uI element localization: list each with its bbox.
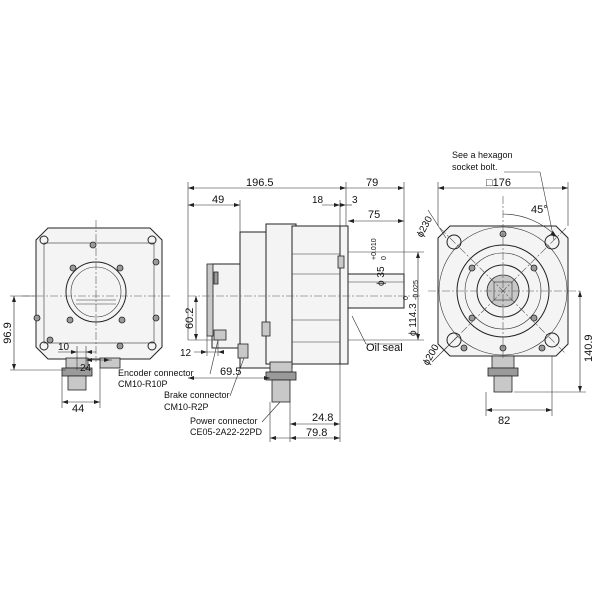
power-connector-body	[271, 379, 291, 403]
side-small-block	[261, 321, 271, 337]
screw-icon	[46, 336, 54, 344]
mount-hole-bl	[446, 332, 462, 348]
screw-icon	[468, 264, 476, 272]
dim-79-top: 79	[366, 177, 378, 189]
power-connector-base	[269, 361, 293, 373]
motor-stator	[291, 225, 341, 365]
encoder-connector-part: CM10-R10P	[118, 379, 168, 389]
screw-icon	[116, 342, 124, 350]
dim-82: 82	[498, 415, 510, 427]
dim-3: 3	[352, 195, 358, 206]
dim-196-5: 196.5	[246, 177, 274, 189]
corner-bolt-tl	[39, 235, 49, 245]
svg-text:ϕ 114.3: ϕ 114.3	[408, 303, 419, 336]
mount-hole-br	[544, 332, 560, 348]
front-connector-body	[493, 375, 513, 393]
encoder-connector-label: Encoder connector	[118, 368, 194, 378]
power-connector-leader	[261, 401, 281, 423]
dim-140-9: 140.9	[583, 334, 595, 362]
dim-176: □176	[486, 177, 511, 189]
svg-text:-0.025: -0.025	[413, 280, 420, 300]
corner-bolt-bl	[39, 341, 49, 351]
mount-hole-tl	[446, 234, 462, 250]
oil-seal-leader	[351, 315, 367, 345]
dim-12: 12	[180, 348, 192, 359]
screw-icon	[33, 314, 41, 322]
dim-200-leader	[431, 335, 459, 363]
screw-icon	[538, 344, 546, 352]
side-view: 196.5 79 49 18 3 75 ϕ 35 +0.010 0	[118, 177, 424, 442]
dim-18: 18	[312, 195, 324, 206]
rear-connector-small	[99, 357, 121, 369]
screw-icon	[69, 264, 77, 272]
rear-end-view: 96.9 10 24 44	[2, 220, 172, 415]
screw-icon	[118, 316, 126, 324]
encoder-connector-block	[213, 329, 227, 341]
dim-79-8: 79.8	[306, 427, 327, 439]
svg-text:+0.010: +0.010	[371, 238, 378, 260]
screw-icon	[89, 241, 97, 249]
dim-24: 24	[80, 363, 92, 374]
dim-10: 10	[58, 342, 70, 353]
flange-key	[337, 255, 345, 269]
dim-75: 75	[368, 209, 380, 221]
svg-text:ϕ 35: ϕ 35	[376, 266, 387, 286]
screw-icon	[530, 314, 538, 322]
dim-49: 49	[212, 194, 224, 206]
note-line-1: See a hexagon	[452, 150, 513, 160]
power-connector-nut	[265, 371, 297, 381]
front-diagonal-centerline-2	[439, 227, 567, 355]
encoder-connector-leader	[209, 339, 219, 375]
svg-text:0: 0	[403, 296, 410, 300]
front-connector-nut	[487, 367, 519, 377]
dim-phi-114-3: ϕ 114.3 0 -0.025	[403, 280, 420, 336]
screw-icon	[460, 344, 468, 352]
brake-connector-leader	[229, 357, 245, 397]
screw-icon	[530, 264, 538, 272]
screw-icon	[468, 314, 476, 322]
rear-flange-outline	[35, 227, 163, 360]
corner-bolt-br	[147, 341, 157, 351]
rear-inner-housing	[43, 242, 155, 344]
screw-icon	[116, 264, 124, 272]
output-shaft	[347, 273, 405, 309]
dim-phi-230: ϕ230	[415, 214, 435, 239]
brake-connector-block	[237, 343, 249, 359]
dim-96-9: 96.9	[2, 322, 14, 343]
rear-connector-body	[67, 375, 87, 391]
brake-connector-label: Brake connector	[164, 390, 230, 400]
svg-text:0: 0	[381, 256, 388, 260]
corner-bolt-tr	[147, 235, 157, 245]
screw-icon	[152, 314, 160, 322]
dim-60-2: 60.2	[184, 308, 196, 329]
dim-230-leader	[427, 209, 447, 239]
svg-text:ϕ230: ϕ230	[415, 214, 435, 239]
dim-45-deg: 45°	[531, 204, 548, 216]
screw-icon	[66, 316, 74, 324]
power-connector-part: CE05-2A22-22PD	[190, 427, 263, 437]
dim-phi-35: ϕ 35 +0.010 0	[371, 238, 388, 286]
front-flange-view: □176 See a hexagon socket bolt. 45° ϕ230…	[415, 150, 595, 427]
note-leader	[539, 171, 555, 241]
note-line-2: socket bolt.	[452, 162, 498, 172]
brake-connector-part: CM10-R2P	[164, 402, 209, 412]
dim-44: 44	[72, 403, 84, 415]
oil-seal-label: Oil seal	[366, 342, 403, 354]
power-connector-label: Power connector	[190, 416, 258, 426]
encoder-plate	[206, 263, 214, 337]
dim-24-8: 24.8	[312, 412, 333, 424]
front-flange	[339, 225, 349, 365]
encoder-connector-pin	[213, 271, 219, 285]
dim-69-5: 69.5	[220, 366, 241, 378]
screw-icon	[152, 258, 160, 266]
